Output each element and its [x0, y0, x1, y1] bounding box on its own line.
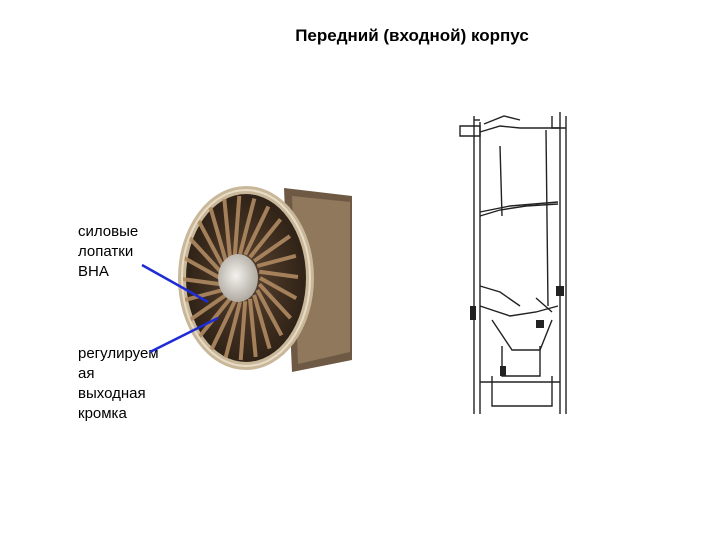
fan-blade: [259, 276, 298, 301]
fan-blade: [256, 253, 297, 268]
fan-blade: [248, 218, 283, 259]
label-trailing-edge: регулируем ая выходная кромка: [78, 345, 159, 422]
engine-inlet-photo: [178, 186, 352, 372]
fan-blade: [223, 301, 242, 358]
fan-blade: [232, 195, 242, 255]
fan-blade: [257, 282, 293, 320]
fan-blade: [238, 301, 248, 361]
fan-blade: [208, 206, 228, 262]
fan-blade: [243, 205, 271, 256]
fan-blade: [255, 289, 284, 337]
fan-blade: [259, 269, 299, 280]
label-guide-vanes: силовые лопатки ВНА: [78, 223, 139, 280]
fan-blade: [252, 234, 292, 263]
fan-blade: [187, 236, 223, 274]
fan-blade: [248, 298, 258, 358]
slide-title: Передний (входной) корпус: [295, 26, 529, 45]
fan-blade: [252, 294, 272, 350]
fan-blade: [188, 293, 228, 322]
fan-blade: [238, 198, 257, 255]
fan-blade: [222, 198, 232, 258]
fan-blade: [196, 219, 225, 267]
casing-cross-section-drawing: [459, 112, 567, 414]
